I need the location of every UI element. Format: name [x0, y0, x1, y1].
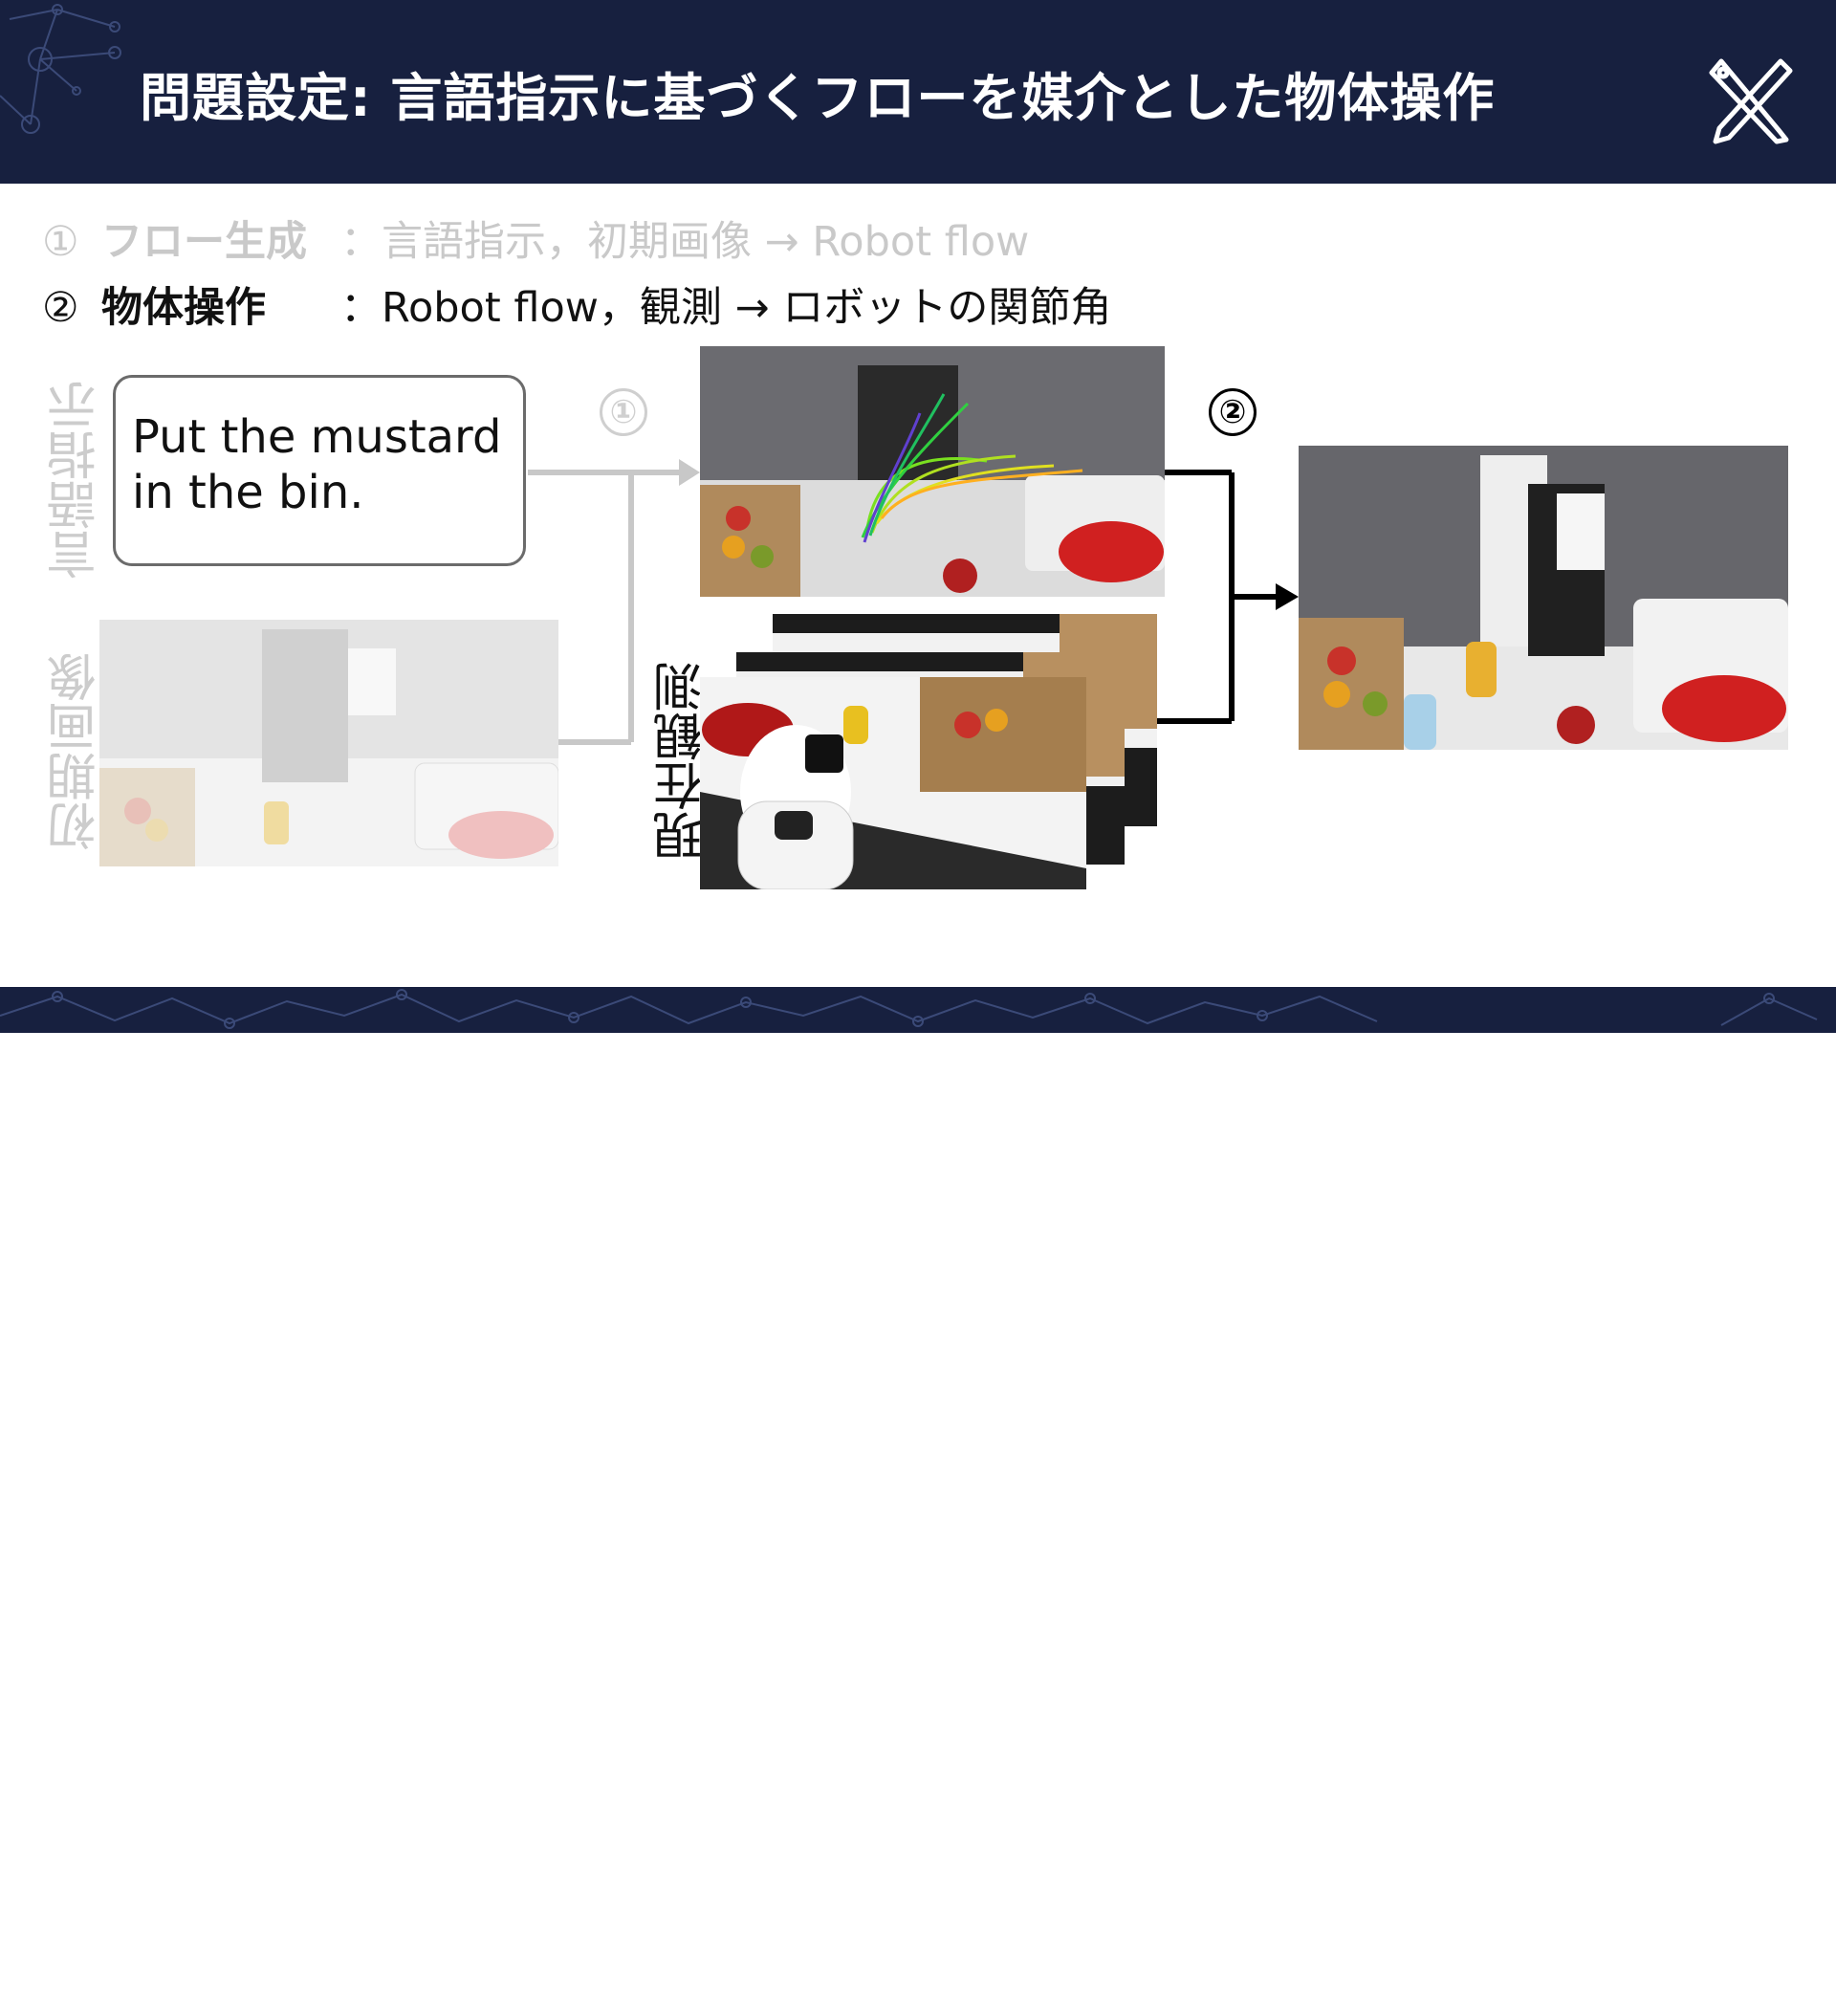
step-2-desc: ：Robot flow，観測 → ロボットの関節角 — [340, 284, 1112, 332]
crossed-tools-logo-icon — [1709, 58, 1793, 144]
slide-title: 問題設定: 言語指示に基づくフローを媒介とした物体操作 — [140, 68, 1496, 128]
robot-flow-image — [700, 346, 1165, 597]
page-number: 5 — [1643, 1978, 1666, 2016]
step-1-marker: ① — [42, 218, 79, 266]
instruction-text: Put the mustard in the bin. — [132, 409, 501, 520]
instruction-line-1: Put the mustard — [132, 410, 502, 464]
step-1-flow-generation: ① フロー生成 ：言語指示，初期画像 → Robot flow — [42, 208, 1029, 268]
instruction-box — [113, 375, 526, 566]
instruction-line-2: in the bin. — [132, 466, 364, 519]
observation-frame-1 — [700, 677, 1086, 889]
network-decoration — [0, 4, 121, 134]
step-2-marker: ② — [42, 284, 79, 332]
step-1-name: フロー生成 — [101, 218, 307, 266]
result-image — [1299, 446, 1788, 750]
footer-network-decoration — [0, 989, 1818, 1029]
step-2-name: 物体操作 — [101, 284, 266, 332]
initial-image — [99, 620, 558, 866]
diagram-step-1-marker: ① — [600, 388, 647, 436]
step-1-desc: ：言語指示，初期画像 → Robot flow — [340, 218, 1030, 266]
diagram-step-2-marker: ② — [1209, 388, 1257, 436]
header-band: 問題設定: 言語指示に基づくフローを媒介とした物体操作 — [0, 0, 1836, 184]
footer-band: 5 — [0, 987, 1836, 2016]
step-2-object-manipulation: ② 物体操作 ：Robot flow，観測 → ロボットの関節角 — [42, 274, 1111, 334]
language-instruction-label: 言語指示 — [48, 381, 105, 580]
